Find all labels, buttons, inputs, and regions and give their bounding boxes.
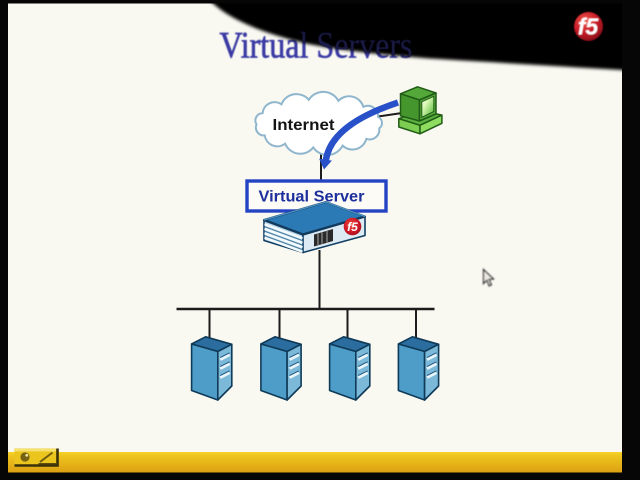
svg-text:f5: f5: [578, 14, 600, 40]
svg-text:Internet: Internet: [273, 117, 336, 134]
svg-text:f5: f5: [347, 220, 358, 234]
svg-text:Virtual Server: Virtual Server: [259, 189, 365, 206]
